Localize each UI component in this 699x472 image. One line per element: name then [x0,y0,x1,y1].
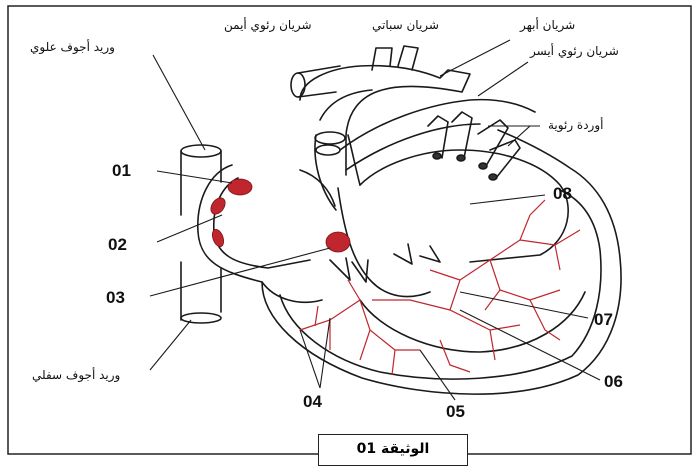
pulmonary-veins [428,112,520,180]
mitral-valve [394,244,440,264]
leader-04a [320,318,330,388]
label-04: 04 [303,392,322,412]
label-07: 07 [594,310,613,330]
label-01: 01 [112,161,131,181]
label-08: 08 [553,184,572,204]
sinoatrial-node [228,179,252,195]
interventricular-septum [338,188,430,297]
label-inferior-vena-cava: وريد أجوف سفلي [32,368,120,382]
label-aorta: شريان أبهر [520,18,575,32]
atrial-fiber-lower [210,228,226,248]
leader-03 [150,248,330,296]
leader-02 [157,215,222,242]
leader-lpa [478,62,528,96]
leader-08 [470,195,545,204]
label-05: 05 [446,402,465,422]
label-06: 06 [604,372,623,392]
ventricle-inner-wall [280,190,601,379]
label-carotid-artery: شريان سباتي [372,18,439,32]
leader-aorta [440,40,510,76]
atrial-fiber [208,195,228,217]
leader-07 [460,292,588,318]
leader-svc [153,55,205,150]
leader-ivc [150,320,191,370]
document-frame [8,6,691,454]
caption-box: الوثيقة 01 [318,434,468,466]
document-caption: الوثيقة 01 [319,441,467,457]
leader-06 [460,310,600,380]
label-superior-vena-cava: وريد أجوف علوي [30,40,115,54]
label-left-pulmonary-artery: شريان رئوي أيسر [530,44,619,58]
label-02: 02 [108,235,127,255]
label-03: 03 [106,288,125,308]
left-atrium [360,150,568,262]
label-pulmonary-veins: أوردة رئوية [548,118,603,132]
label-right-pulmonary-artery: شريان رئوي أيمن [224,18,312,32]
atrioventricular-node [326,232,350,252]
right-atrium-wall [214,178,310,268]
inferior-vena-cava [181,262,221,323]
